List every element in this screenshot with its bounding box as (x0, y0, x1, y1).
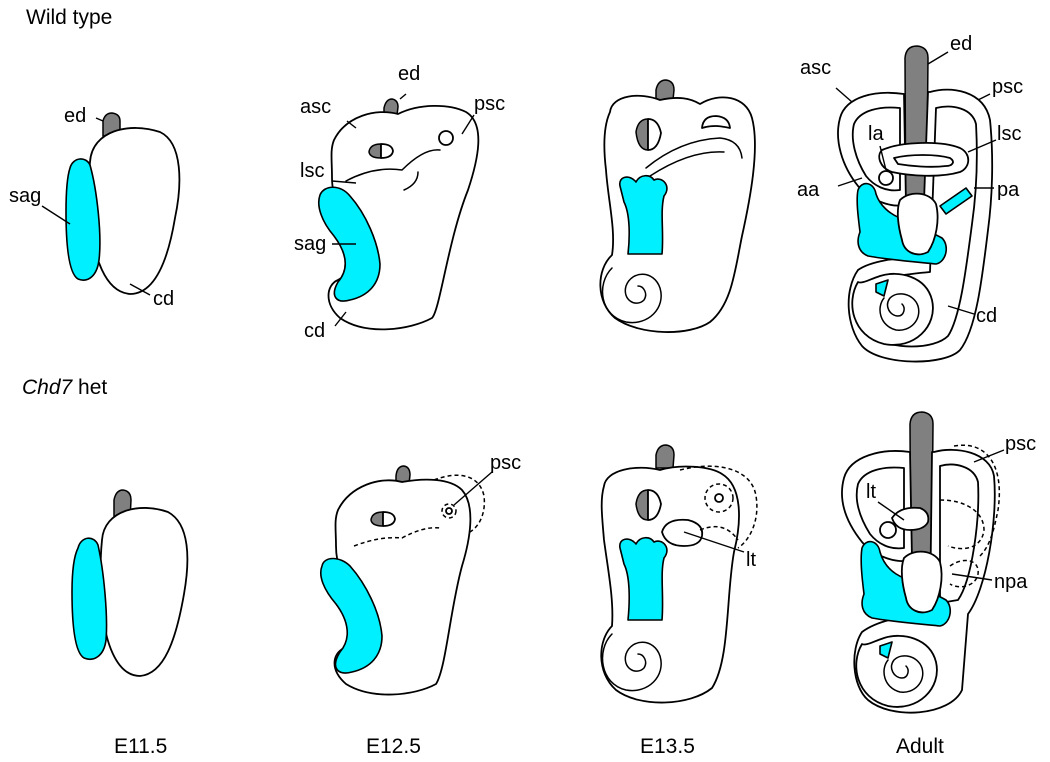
het-e13-5-inner-ear: lt (600, 444, 758, 704)
stage-label-e12-5: E12.5 (366, 735, 421, 758)
posterior-canal-pouch-dashed (441, 503, 457, 519)
inner-ear-outline (599, 94, 756, 333)
cochlea-coil (601, 633, 662, 692)
endolymphatic-duct-shape (655, 79, 675, 101)
stage-label-adult: Adult (896, 735, 944, 758)
wt-e11-5-otocyst: ed sag cd (9, 105, 181, 310)
label-psc: psc (992, 76, 1023, 98)
posterior-ampulla-shape (939, 187, 973, 215)
lateral-canal-fold-dashed (353, 526, 441, 547)
lateral-ampulla (878, 170, 894, 186)
het-adult-inner-ear: psc lt npa (841, 411, 1036, 714)
gene-name: Chd7 (22, 376, 74, 399)
label-lsc: lsc (997, 123, 1021, 145)
statoacoustic-ganglion-shape (71, 537, 108, 660)
het-e11-5-otocyst (71, 489, 189, 677)
otocyst-outline (88, 127, 181, 295)
posterior-canal-ring (701, 115, 731, 129)
wt-adult-inner-ear: ed asc psc la lsc aa pa cd (797, 33, 1023, 363)
label-lt: lt (866, 481, 876, 503)
cochlea-coil (879, 293, 920, 331)
statoacoustic-ganglion-shape (619, 174, 668, 255)
het-e12-5-otocyst: psc (320, 452, 521, 696)
utricle (896, 192, 939, 256)
label-cd: cd (976, 305, 997, 327)
endolymphatic-duct-shape (655, 444, 675, 469)
posterior-canal-lumen (939, 463, 980, 603)
absent-posterior-canal-outline (953, 444, 1001, 557)
label-ed: ed (398, 63, 420, 85)
statoacoustic-ganglion-shape (65, 158, 101, 281)
posterior-canal-ring-dashed (704, 483, 734, 513)
label-cd: cd (304, 320, 325, 342)
cochlea-coil (883, 655, 924, 693)
lateral-canal-lump (891, 506, 930, 531)
absent-lateral-canal-outline (939, 499, 985, 550)
cochlea-coil (601, 267, 662, 324)
stage-label-e11-5: E11.5 (114, 735, 167, 758)
statoacoustic-ganglion-shape (619, 536, 668, 621)
utricle (900, 550, 943, 614)
absent-posterior-canal-outline (679, 465, 758, 549)
label-asc: asc (800, 57, 831, 79)
label-psc: psc (474, 93, 505, 115)
wt-e13-5-inner-ear (599, 79, 756, 333)
label-lt: lt (746, 549, 756, 571)
genotype-suffix: het (72, 376, 107, 399)
stage-label-e13-5: E13.5 (640, 735, 695, 758)
label-asc: asc (300, 96, 331, 118)
wt-e12-5-otocyst: ed asc psc lsc sag cd (294, 63, 505, 342)
otocyst-outline (99, 507, 189, 677)
label-npa: npa (994, 571, 1028, 593)
label-ed: ed (950, 33, 972, 55)
label-ed: ed (64, 105, 86, 127)
absent-posterior-ampulla-outline (949, 559, 979, 588)
label-lsc: lsc (300, 160, 324, 182)
label-pa: pa (997, 179, 1020, 201)
label-cd: cd (153, 288, 174, 310)
label-sag: sag (294, 233, 326, 255)
label-psc: psc (1005, 433, 1036, 455)
row-title-chd7-het: Chd7 het (22, 376, 107, 399)
cochlea-outer (851, 272, 934, 346)
statoacoustic-ganglion-shape (320, 557, 383, 674)
row-title-wild-type: Wild type (26, 6, 112, 29)
label-psc: psc (490, 452, 521, 474)
endolymphatic-duct-shape (395, 465, 411, 485)
label-la: la (868, 123, 884, 145)
lateral-canal-lump (661, 518, 704, 547)
lateral-canal-fold (345, 149, 441, 182)
label-sag: sag (9, 185, 41, 207)
posterior-canal-pouch (438, 130, 454, 146)
lateral-ampulla (879, 521, 897, 539)
label-aa: aa (797, 179, 820, 201)
cochlea-outer (855, 634, 938, 708)
